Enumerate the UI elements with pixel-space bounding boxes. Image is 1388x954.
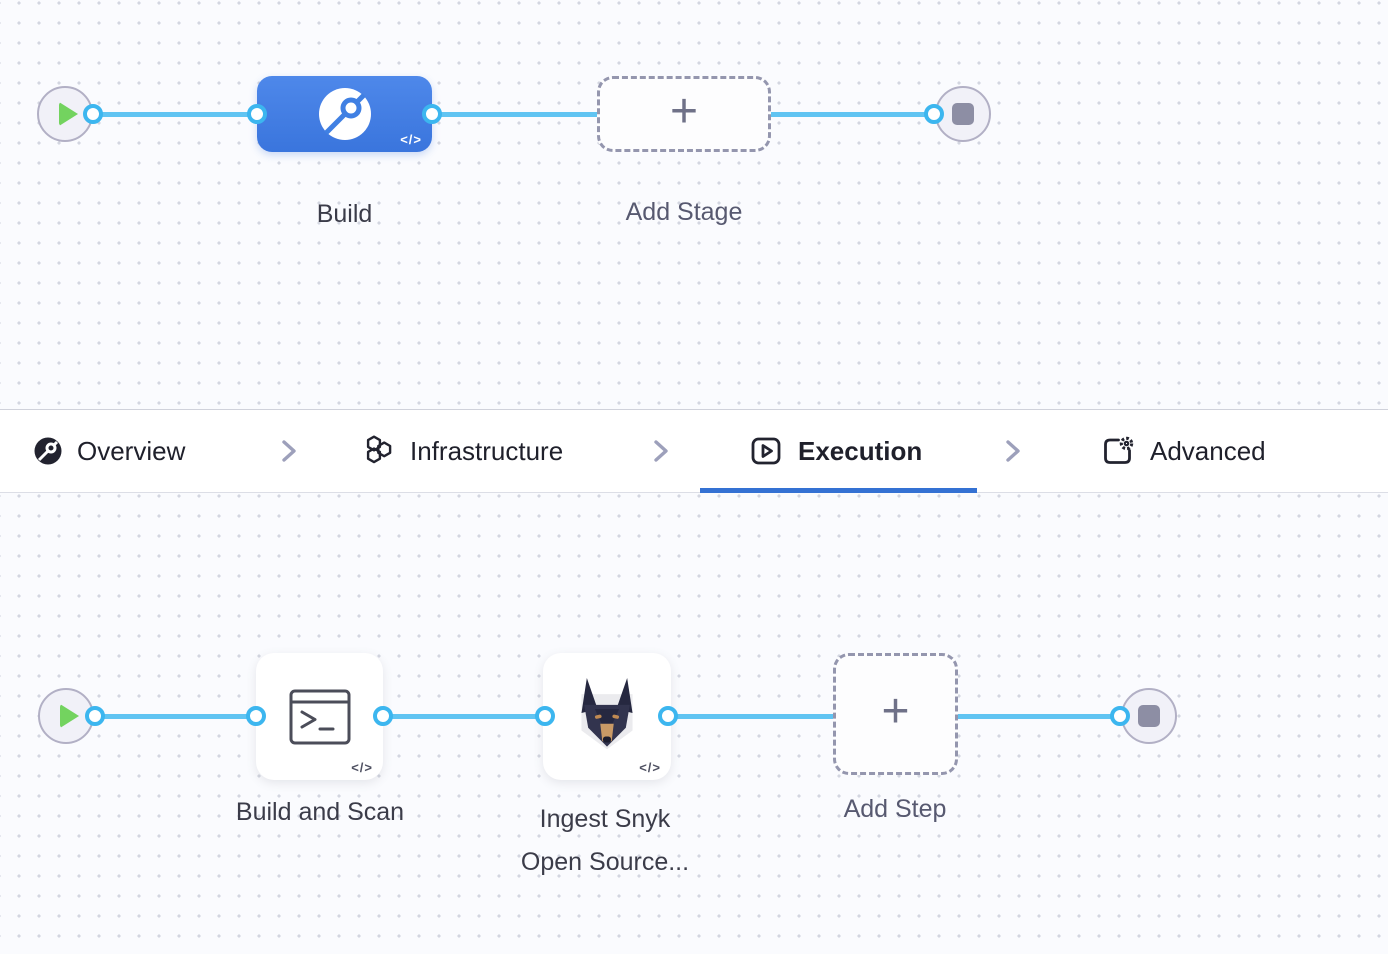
stage-tab-bar: Overview Infrastructure: [0, 409, 1388, 493]
tab-label: Infrastructure: [410, 435, 564, 466]
yaml-code-badge: </>: [639, 760, 661, 775]
play-icon: [58, 102, 78, 126]
step-label: Build and Scan: [235, 798, 405, 826]
connector-port[interactable]: [373, 706, 393, 726]
advanced-icon: [1100, 433, 1136, 469]
step-node-ingest-snyk[interactable]: </>: [543, 653, 671, 780]
connector-port[interactable]: [247, 104, 267, 124]
chevron-right-icon: [279, 410, 299, 492]
snyk-dog-icon: [564, 674, 650, 760]
add-stage-label: Add Stage: [625, 198, 743, 226]
step-label-line: Ingest Snyk: [539, 805, 671, 833]
connector-port[interactable]: [246, 706, 266, 726]
steps-end-node: [1121, 688, 1177, 744]
yaml-code-badge: </>: [400, 132, 422, 147]
step-node-build-and-scan[interactable]: </>: [256, 653, 383, 780]
stop-icon: [1138, 705, 1160, 727]
chevron-right-icon: [651, 410, 671, 492]
step-graph-canvas: </> </> +: [0, 493, 1388, 954]
plus-icon: +: [881, 685, 910, 738]
connector-port[interactable]: [85, 706, 105, 726]
terminal-icon: [288, 688, 352, 746]
infrastructure-icon: [362, 434, 396, 468]
step-label-line: Open Source...: [520, 848, 690, 876]
stage-graph-canvas: </> + Build Add Stage: [0, 0, 1388, 409]
connector-port[interactable]: [658, 706, 678, 726]
stage-node-build[interactable]: </>: [257, 76, 432, 152]
tab-execution[interactable]: Execution: [748, 410, 922, 492]
connector-port[interactable]: [535, 706, 555, 726]
tab-label: Overview: [77, 435, 186, 466]
tab-advanced[interactable]: Advanced: [1100, 410, 1266, 492]
add-stage-button[interactable]: +: [597, 76, 771, 152]
add-step-label: Add Step: [843, 795, 947, 823]
step-label: Ingest Snyk Open Source...: [500, 798, 710, 884]
connector-port[interactable]: [422, 104, 442, 124]
connector-port[interactable]: [83, 104, 103, 124]
stage-label: Build: [316, 200, 373, 228]
build-ci-icon: [318, 87, 372, 141]
connector-port[interactable]: [924, 104, 944, 124]
stop-icon: [952, 103, 974, 125]
tab-label: Advanced: [1150, 435, 1266, 466]
add-step-button[interactable]: +: [833, 653, 958, 775]
connector-line: [65, 112, 963, 117]
execution-icon: [748, 433, 784, 469]
yaml-code-badge: </>: [351, 760, 373, 775]
tab-label: Execution: [798, 435, 923, 466]
connector-port[interactable]: [1110, 706, 1130, 726]
overview-icon: [33, 436, 63, 466]
tab-infrastructure[interactable]: Infrastructure: [362, 410, 563, 492]
active-tab-underline: [700, 488, 977, 493]
play-icon: [59, 704, 79, 728]
tab-overview[interactable]: Overview: [33, 410, 185, 492]
plus-icon: +: [669, 85, 699, 138]
chevron-right-icon: [1003, 410, 1023, 492]
